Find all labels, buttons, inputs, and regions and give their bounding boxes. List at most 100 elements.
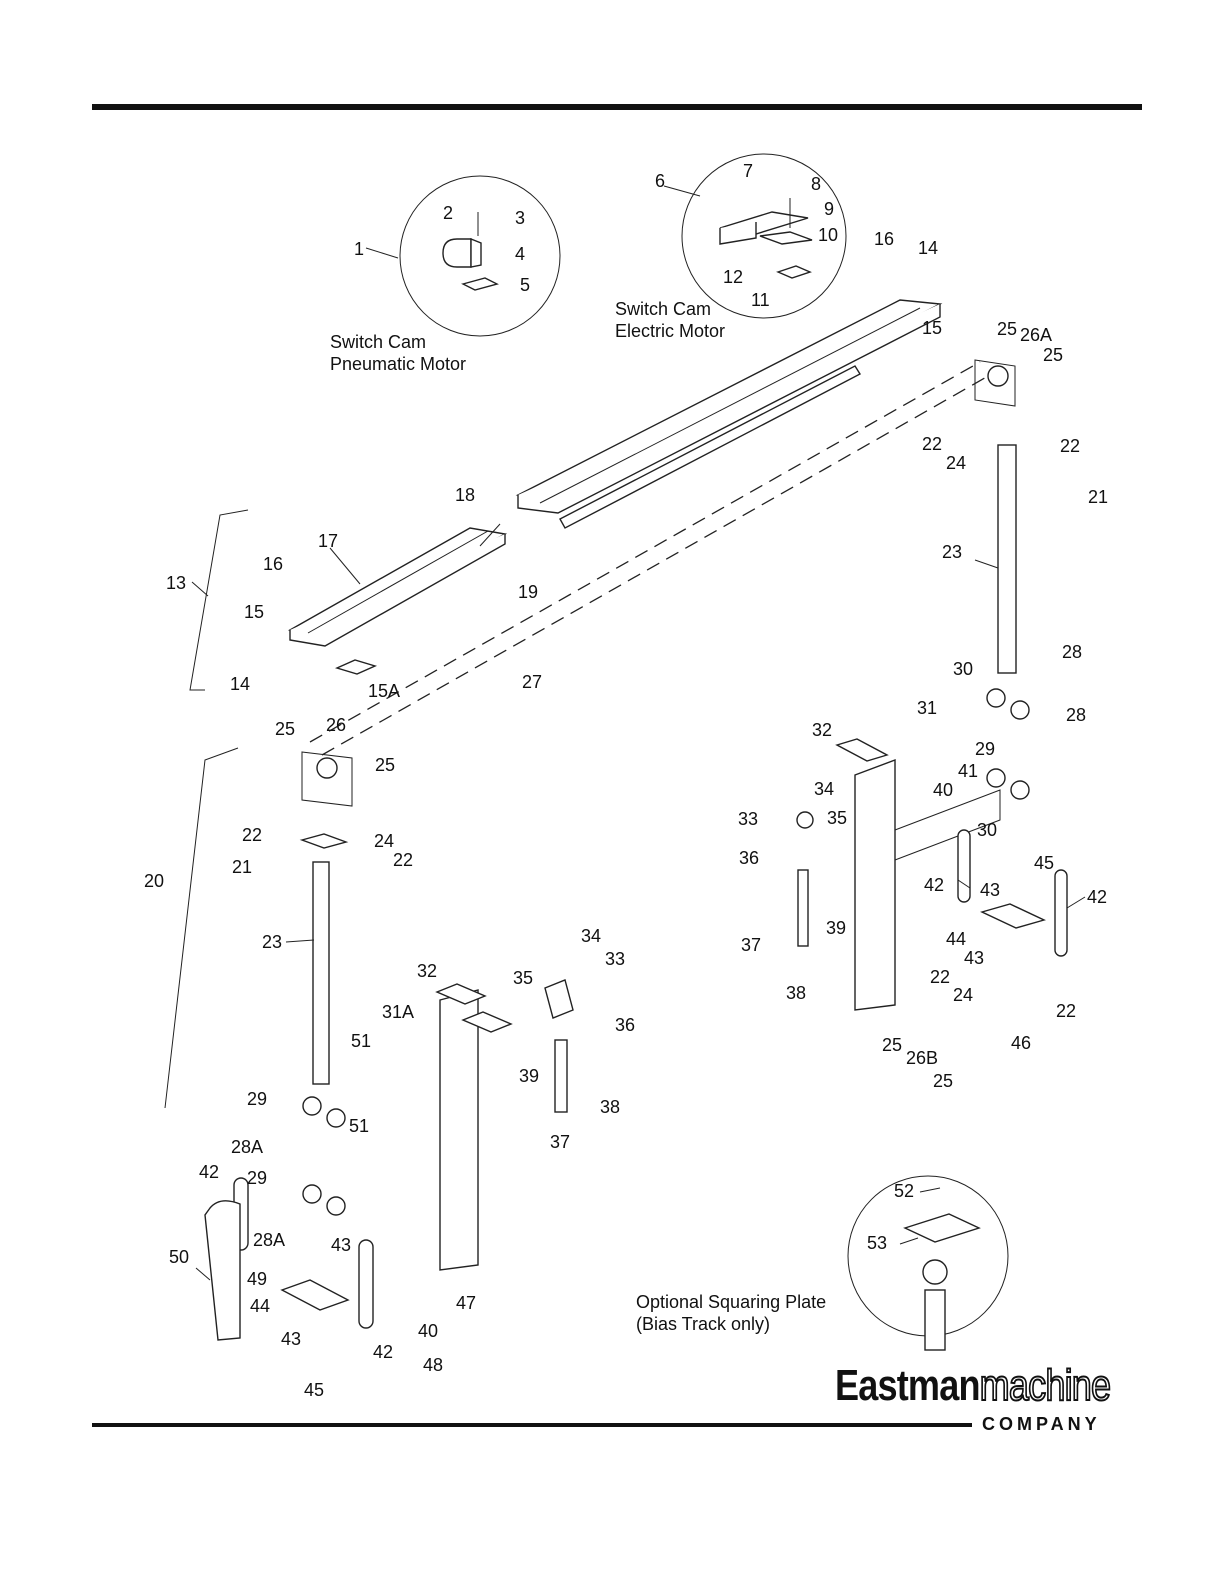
callout-34: 34 [581,926,602,946]
callout-42: 42 [924,875,945,895]
callout-22: 22 [393,850,414,870]
callout-41: 41 [958,761,979,781]
callout-26A: 26A [1020,325,1053,345]
callout-1: 1 [354,239,365,259]
callout-12: 12 [723,267,744,287]
callout-13: 13 [166,573,187,593]
callout-33: 33 [738,809,759,829]
callout-7: 7 [743,161,754,181]
callout-42: 42 [373,1342,394,1362]
callout-17: 17 [318,531,339,551]
caption-pneumatic: Switch Cam Pneumatic Motor [330,331,466,375]
callout-22: 22 [930,967,951,987]
callout-39: 39 [826,918,847,938]
callout-10: 10 [818,225,839,245]
caption-squaring-line2: (Bias Track only) [636,1314,771,1334]
bottom-rule [92,1423,972,1427]
callout-29: 29 [247,1168,268,1188]
callout-25: 25 [882,1035,903,1055]
callout-34: 34 [814,779,835,799]
callout-25: 25 [1043,345,1064,365]
callout-32: 32 [417,961,438,981]
callout-26B: 26B [906,1048,939,1068]
callout-46: 46 [1011,1033,1032,1053]
callout-25: 25 [275,719,296,739]
callout-40: 40 [933,780,954,800]
caption-electric-line2: Electric Motor [615,321,726,341]
callout-37: 37 [550,1132,571,1152]
callout-9: 9 [824,199,835,219]
caption-electric: Switch Cam Electric Motor [615,298,725,342]
belt-dashed-2 [309,361,981,743]
callout-49: 49 [247,1269,268,1289]
callout-15: 15 [244,602,265,622]
callout-42: 42 [199,1162,220,1182]
eastman-logo: Eastmanmachine [835,1361,1112,1410]
callout-30: 30 [977,820,998,840]
callout-11: 11 [751,290,770,310]
callout-6: 6 [655,171,666,191]
callout-44: 44 [250,1296,271,1316]
callout-33: 33 [605,949,626,969]
callout-45: 45 [304,1380,325,1400]
callout-24: 24 [953,985,974,1005]
callout-42: 42 [1087,887,1108,907]
callout-31: 31 [917,698,938,718]
belt-dashed-1 [321,374,991,756]
callout-45: 45 [1034,853,1055,873]
right-post [997,444,1017,674]
callout-40: 40 [418,1321,439,1341]
callout-37: 37 [741,935,762,955]
callout-27: 27 [522,672,543,692]
callout-16: 16 [874,229,895,249]
callout-28: 28 [1066,705,1087,725]
bracket-50 [204,1200,241,1341]
callout-35: 35 [827,808,848,828]
callout-22: 22 [242,825,263,845]
callout-28: 28 [1062,642,1083,662]
callout-44: 44 [946,929,967,949]
callout-51: 51 [349,1116,370,1136]
callout-22: 22 [1056,1001,1077,1021]
callout-47: 47 [456,1293,477,1313]
caption-pneumatic-line2: Pneumatic Motor [330,354,467,374]
callout-43: 43 [980,880,1001,900]
detail-circle-electric [681,153,847,319]
callout-35: 35 [513,968,534,988]
caption-squaring: Optional Squaring Plate (Bias Track only… [636,1291,826,1335]
callout-39: 39 [519,1066,540,1086]
callout-21: 21 [232,857,253,877]
callout-30: 30 [953,659,974,679]
caption-squaring-line1: Optional Squaring Plate [636,1292,827,1312]
callout-36: 36 [615,1015,636,1035]
callout-31A: 31A [382,1002,415,1022]
callout-22: 22 [922,434,943,454]
callout-24: 24 [946,453,967,473]
callout-43: 43 [281,1329,302,1349]
callout-18: 18 [455,485,476,505]
callout-24: 24 [374,831,395,851]
detail-circle-pneumatic [399,175,561,337]
callout-20: 20 [144,871,165,891]
callout-25: 25 [997,319,1018,339]
callout-23: 23 [262,932,283,952]
callout-28A: 28A [231,1137,264,1157]
callout-14: 14 [230,674,251,694]
callout-36: 36 [739,848,760,868]
callout-23: 23 [942,542,963,562]
callout-26: 26 [326,715,347,735]
callout-15A: 15A [368,681,401,701]
callout-4: 4 [515,244,526,264]
callout-52: 52 [894,1181,915,1201]
callout-5: 5 [520,275,531,295]
callout-53: 53 [867,1233,888,1253]
right-carriage [854,758,896,1011]
callout-38: 38 [600,1097,621,1117]
callout-21: 21 [1088,487,1109,507]
logo-word-outline: machine [979,1361,1112,1410]
callout-25: 25 [933,1071,954,1091]
callout-43: 43 [331,1235,352,1255]
callout-32: 32 [812,720,833,740]
callout-15: 15 [922,318,943,338]
